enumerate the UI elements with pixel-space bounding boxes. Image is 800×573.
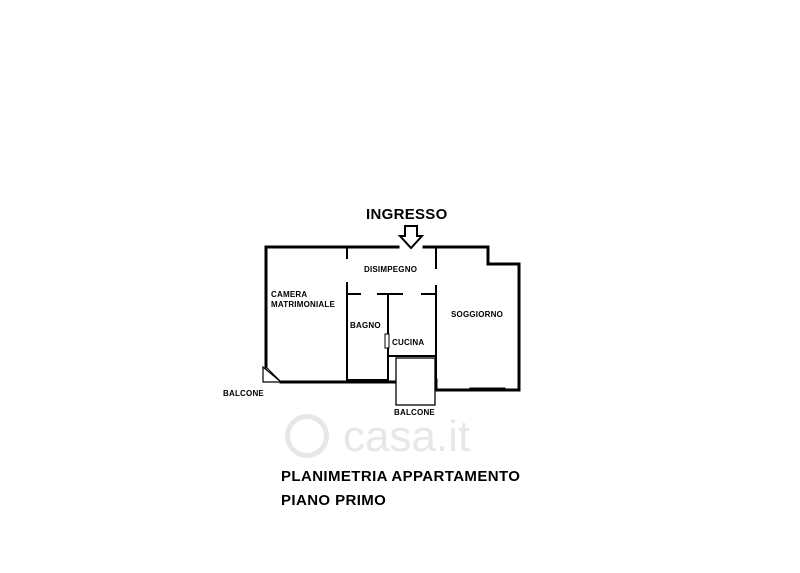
room-label-balcone-bottom: BALCONE xyxy=(394,408,435,417)
room-label-bagno: BAGNO xyxy=(350,321,381,330)
room-label-balcone-left: BALCONE xyxy=(223,389,264,398)
entrance-arrow-icon xyxy=(397,225,425,250)
balcone-left-shape xyxy=(262,365,283,383)
room-label-camera-line1: CAMERA xyxy=(271,290,308,299)
plan-title-line2: PIANO PRIMO xyxy=(281,492,387,509)
plan-title-line1: PLANIMETRIA APPARTAMENTO xyxy=(281,468,521,485)
room-label-soggiorno: SOGGIORNO xyxy=(451,310,504,319)
room-label-disimpegno: DISIMPEGNO xyxy=(364,265,418,274)
room-label-camera-line2: MATRIMONIALE xyxy=(271,300,336,309)
outer-walls xyxy=(264,245,521,392)
room-label-cucina: CUCINA xyxy=(392,338,425,347)
door-details xyxy=(384,333,506,392)
entrance-label: INGRESSO xyxy=(366,206,448,223)
balcone-bottom-shape xyxy=(395,357,436,406)
